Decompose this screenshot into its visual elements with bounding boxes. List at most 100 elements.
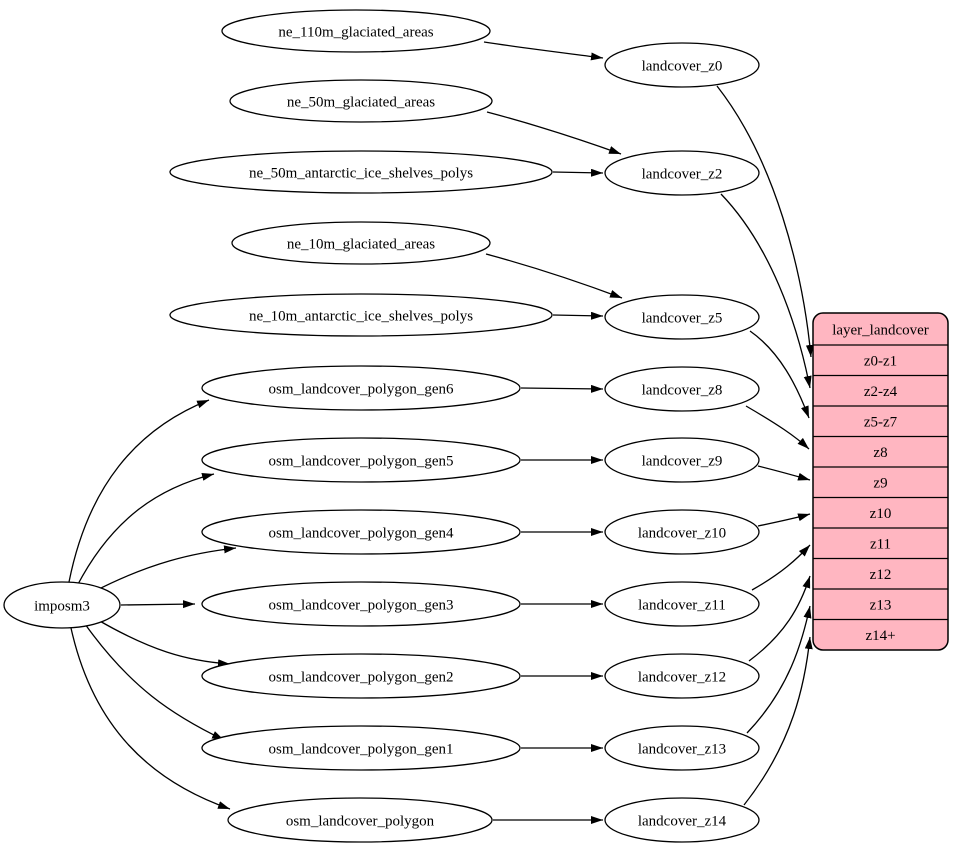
edge-ne_10m_antarctic_ice_shelves_polys-to-landcover_z5 [552,311,604,320]
node-ellipse-ne_10m_glaciated_areas [231,221,491,265]
node-ne_110m_glaciated_areas: ne_110m_glaciated_areas [221,9,491,53]
edge-ne_110m_glaciated_areas-to-landcover_z0 [483,41,604,61]
record-row-z0-z1: z0-z1 [864,354,897,370]
node-ellipse-landcover_z12 [604,653,760,699]
edge-landcover_z10-to-layer_landcover:z10 [757,513,811,527]
record-table-layer: layer_landcover z0-z1 z2-z4 z5-z7 z8 z9 z10 z11… [812,312,949,651]
node-osm_landcover_polygon_gen2: osm_landcover_polygon_gen2 [201,653,521,699]
node-label-osm_landcover_polygon_gen1: osm_landcover_polygon_gen1 [269,741,454,757]
node-label-landcover_z5: landcover_z5 [642,310,723,326]
node-landcover_z12: landcover_z12 [604,653,760,699]
node-landcover_z8: landcover_z8 [604,366,760,412]
node-label-imposm3: imposm3 [34,598,90,614]
record-row-z9: z9 [873,476,887,492]
node-ellipse-osm_landcover_polygon_gen5 [201,437,521,483]
node-ellipse-landcover_z10 [604,509,760,555]
node-landcover_z10: landcover_z10 [604,509,760,555]
node-ellipse-imposm3 [3,581,121,629]
edge-landcover_z0-to-layer_landcover:z0-z1 [716,85,814,358]
node-label-landcover_z13: landcover_z13 [638,741,726,757]
node-label-ne_50m_glaciated_areas: ne_50m_glaciated_areas [287,94,435,110]
node-ne_10m_glaciated_areas: ne_10m_glaciated_areas [231,221,491,265]
node-ellipse-ne_10m_antarctic_ice_shelves_polys [169,293,553,337]
node-ellipse-landcover_z8 [604,366,760,412]
edge-landcover_z2-to-layer_landcover:z2-z4 [720,193,812,389]
record-row-z10: z10 [870,506,892,522]
record-row-z8: z8 [873,445,887,461]
node-imposm3: imposm3 [3,581,121,629]
edge-imposm3-to-osm_landcover_polygon [70,627,231,810]
edge-imposm3-to-osm_landcover_polygon_gen3 [120,600,196,609]
record-title-layer_landcover: layer_landcover [832,322,929,338]
node-label-osm_landcover_polygon_gen6: osm_landcover_polygon_gen6 [269,381,454,397]
node-label-landcover_z14: landcover_z14 [638,813,727,829]
edge-landcover_z14-to-layer_landcover:z14+ [743,636,813,806]
node-label-landcover_z12: landcover_z12 [638,669,726,685]
node-label-landcover_z11: landcover_z11 [638,597,726,613]
node-osm_landcover_polygon_gen6: osm_landcover_polygon_gen6 [201,365,521,411]
node-ellipse-osm_landcover_polygon_gen2 [201,653,521,699]
node-ellipse-osm_landcover_polygon_gen3 [201,581,521,627]
nodes-layer: ne_110m_glaciated_areas ne_50m_glaciated_… [3,9,760,843]
node-ne_50m_glaciated_areas: ne_50m_glaciated_areas [229,79,493,123]
node-ellipse-ne_50m_antarctic_ice_shelves_polys [169,150,553,194]
node-landcover_z5: landcover_z5 [604,294,760,340]
node-label-ne_10m_glaciated_areas: ne_10m_glaciated_areas [287,236,435,252]
record-row-z14+: z14+ [865,628,895,644]
edge-landcover_z12-to-layer_landcover:z12 [748,575,811,662]
node-label-ne_10m_antarctic_ice_shelves_polys: ne_10m_antarctic_ice_shelves_polys [249,308,473,324]
node-ellipse-ne_50m_glaciated_areas [229,79,493,123]
record-row-z11: z11 [870,537,891,553]
node-ellipse-landcover_z5 [604,294,760,340]
node-label-osm_landcover_polygon_gen2: osm_landcover_polygon_gen2 [269,669,454,685]
node-osm_landcover_polygon: osm_landcover_polygon [227,797,493,843]
node-landcover_z0: landcover_z0 [604,42,760,88]
edge-ne_50m_antarctic_ice_shelves_polys-to-landcover_z2 [552,168,604,177]
node-osm_landcover_polygon_gen3: osm_landcover_polygon_gen3 [201,581,521,627]
edge-imposm3-to-osm_landcover_polygon_gen2 [97,619,231,668]
node-label-landcover_z8: landcover_z8 [642,382,723,398]
node-ellipse-osm_landcover_polygon_gen1 [201,725,521,771]
node-ellipse-osm_landcover_polygon_gen6 [201,365,521,411]
edge-ne_50m_glaciated_areas-to-landcover_z2 [486,111,622,155]
edge-landcover_z8-to-layer_landcover:z8 [745,405,810,450]
node-ellipse-ne_110m_glaciated_areas [221,9,491,53]
record-row-z5-z7: z5-z7 [864,415,898,431]
node-ellipse-landcover_z14 [604,797,760,843]
node-landcover_z2: landcover_z2 [604,150,760,196]
edge-landcover_z9-to-layer_landcover:z9 [757,465,811,481]
node-osm_landcover_polygon_gen5: osm_landcover_polygon_gen5 [201,437,521,483]
edge-imposm3-to-osm_landcover_polygon_gen1 [84,623,225,741]
node-ellipse-landcover_z11 [604,581,760,627]
record-row-z2-z4: z2-z4 [864,384,898,400]
edge-imposm3-to-osm_landcover_polygon_gen5 [76,473,215,587]
node-ne_50m_antarctic_ice_shelves_polys: ne_50m_antarctic_ice_shelves_polys [169,150,553,194]
node-ellipse-landcover_z0 [604,42,760,88]
edge-osm_landcover_polygon_gen6-to-landcover_z8 [520,384,604,393]
edge-landcover_z11-to-layer_landcover:z11 [751,544,811,591]
node-landcover_z14: landcover_z14 [604,797,760,843]
edge-imposm3-to-osm_landcover_polygon_gen6 [68,399,210,583]
node-landcover_z11: landcover_z11 [604,581,760,627]
edge-landcover_z5-to-layer_landcover:z5-z7 [749,330,810,419]
node-label-landcover_z2: landcover_z2 [642,166,723,182]
node-label-osm_landcover_polygon: osm_landcover_polygon [286,813,435,829]
record-node-layer_landcover [812,312,949,651]
node-label-landcover_z9: landcover_z9 [642,453,723,469]
node-label-landcover_z10: landcover_z10 [638,525,726,541]
node-ne_10m_antarctic_ice_shelves_polys: ne_10m_antarctic_ice_shelves_polys [169,293,553,337]
edge-landcover_z13-to-layer_landcover:z13 [746,605,812,734]
node-label-osm_landcover_polygon_gen4: osm_landcover_polygon_gen4 [269,525,454,541]
node-ellipse-landcover_z13 [604,725,760,771]
node-osm_landcover_polygon_gen4: osm_landcover_polygon_gen4 [201,509,521,555]
node-ellipse-osm_landcover_polygon [227,797,493,843]
node-landcover_z9: landcover_z9 [604,437,760,483]
edge-imposm3-to-osm_landcover_polygon_gen4 [94,545,237,592]
record-row-z13: z13 [870,598,892,614]
node-label-osm_landcover_polygon_gen5: osm_landcover_polygon_gen5 [269,453,454,469]
edge-ne_10m_glaciated_areas-to-landcover_z5 [485,253,623,299]
node-landcover_z13: landcover_z13 [604,725,760,771]
node-ellipse-landcover_z9 [604,437,760,483]
